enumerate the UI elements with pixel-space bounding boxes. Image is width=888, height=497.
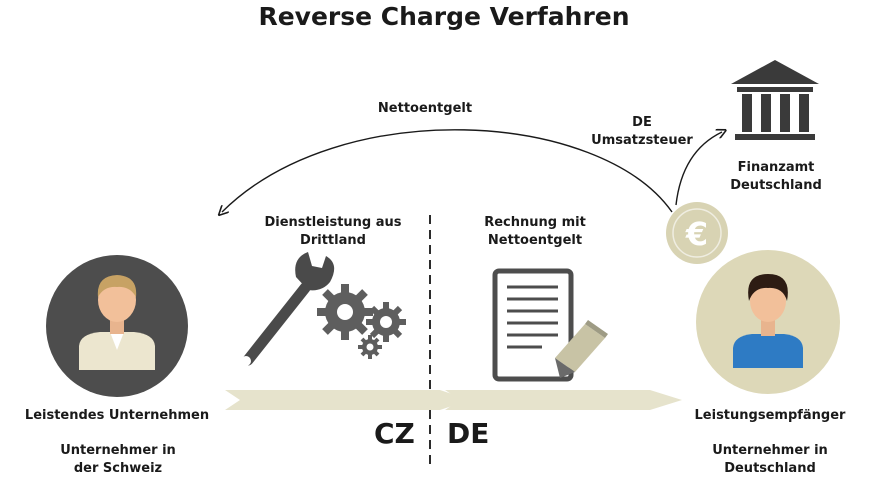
unternehmer-de-label: Unternehmer in Deutschland (690, 442, 850, 478)
rechnung-line2: Nettoentgelt (487, 233, 583, 248)
de-umsatzsteuer-line1: DE (632, 115, 652, 130)
nettoentgelt-arrow (222, 129, 673, 212)
page-title: Reverse Charge Verfahren (258, 2, 630, 31)
de-umsatzsteuer-label: DE Umsatzsteuer (584, 114, 700, 150)
recipient-avatar (696, 250, 840, 394)
unternehmer-schweiz-line1: Unternehmer in (60, 443, 176, 458)
wrench-icon (241, 252, 335, 366)
finanzamt-line1: Finanzamt (737, 160, 815, 175)
pencil-icon (555, 320, 608, 378)
country-de: DE (447, 417, 490, 450)
rechnung-line1: Rechnung mit (484, 215, 586, 230)
supplier-avatar (46, 255, 188, 397)
unternehmer-schweiz-line2: der Schweiz (73, 461, 163, 476)
euro-coin-icon: € (666, 202, 728, 264)
empfaenger-label: Leistungsempfänger (694, 408, 846, 423)
country-cz: CZ (374, 417, 415, 450)
dienstleistung-line2: Drittland (300, 233, 366, 248)
dienstleistung-label: Dienstleistung aus Drittland (256, 214, 410, 250)
gears-icon (317, 284, 406, 359)
de-umsatzsteuer-line2: Umsatzsteuer (591, 133, 693, 148)
unternehmer-de-line1: Unternehmer in (712, 443, 828, 458)
flow-arrow-de (445, 390, 682, 410)
svg-text:€: € (685, 215, 708, 253)
finanzamt-label: Finanzamt Deutschland (708, 159, 844, 195)
leistendes-label: Leistendes Unternehmen (24, 408, 210, 423)
unternehmer-de-line2: Deutschland (724, 461, 816, 476)
dienstleistung-line1: Dienstleistung aus (264, 215, 402, 230)
nettoentgelt-label: Nettoentgelt (377, 101, 473, 116)
umsatzsteuer-arrow (675, 132, 722, 206)
flow-arrow-cz (225, 390, 470, 410)
document-icon (492, 268, 574, 382)
unternehmer-schweiz-label: Unternehmer in der Schweiz (40, 442, 196, 478)
rechnung-label: Rechnung mit Nettoentgelt (470, 214, 600, 250)
bank-icon (731, 60, 819, 140)
finanzamt-line2: Deutschland (730, 178, 822, 193)
